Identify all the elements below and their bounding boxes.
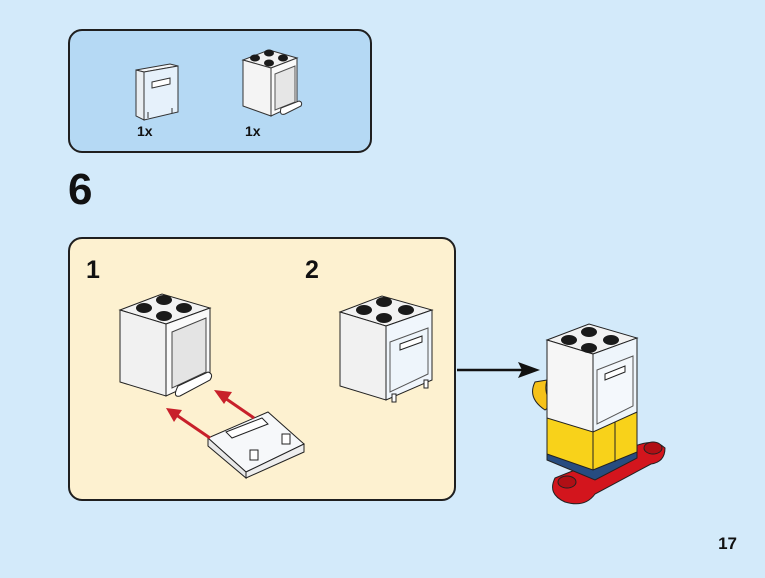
red-arrow-icon	[166, 408, 211, 440]
container-part-quantity: 1x	[245, 123, 261, 139]
substep-1-door	[207, 411, 305, 480]
container-part-icon	[241, 49, 303, 117]
substep-2-number: 2	[305, 256, 319, 284]
substep-2-container	[338, 295, 434, 403]
door-part-quantity: 1x	[137, 123, 153, 139]
red-arrow-icon	[214, 390, 255, 420]
page-number: 17	[718, 534, 737, 553]
door-part-icon	[135, 63, 179, 121]
parts-list-box	[68, 29, 372, 153]
step-number: 6	[68, 165, 93, 214]
substep-1-number: 1	[86, 256, 100, 284]
substep-1-container	[118, 293, 213, 397]
result-arrow-icon	[457, 362, 540, 378]
result-model	[532, 323, 666, 505]
